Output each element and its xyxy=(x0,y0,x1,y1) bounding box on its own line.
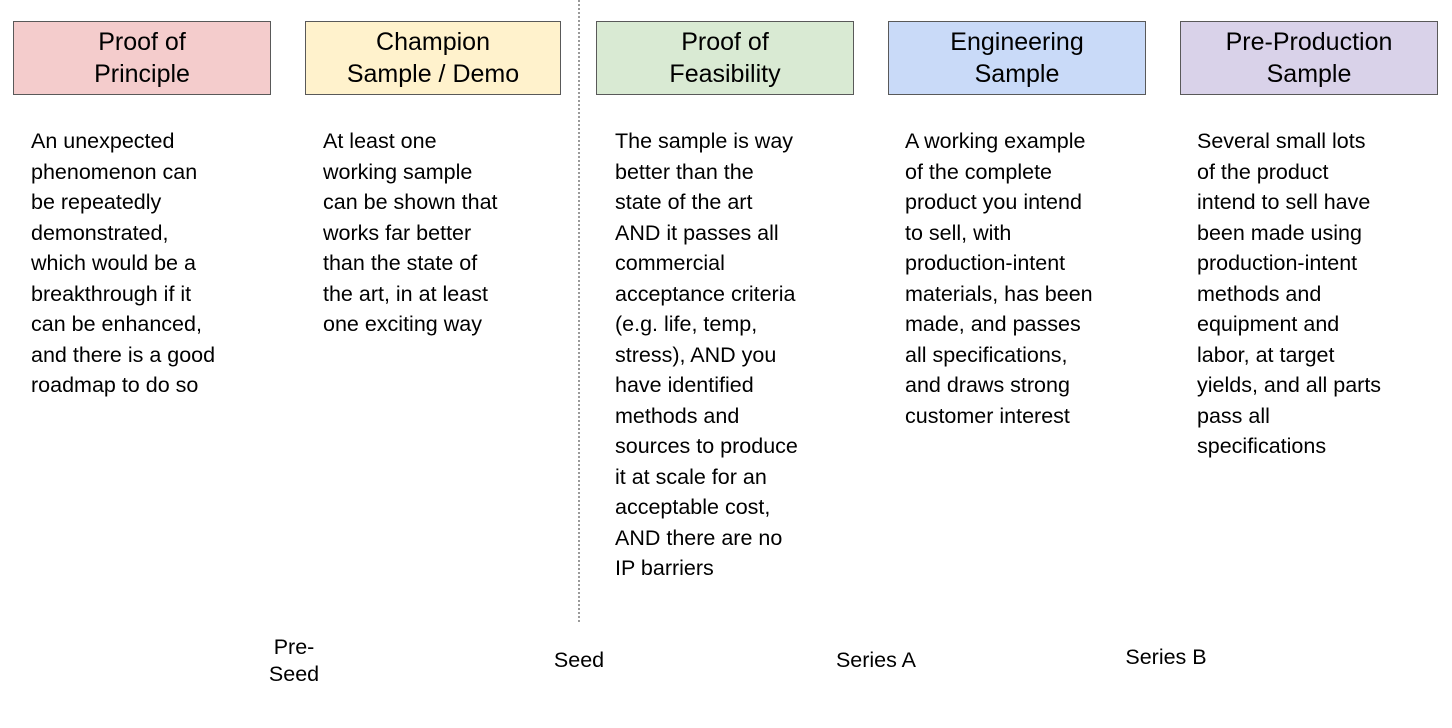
stage-description-proof-of-feasibility: The sample is way better than the state … xyxy=(615,129,798,580)
stage-box-champion-sample: Champion Sample / Demo xyxy=(305,21,561,95)
funding-round-pre-seed: Pre- Seed xyxy=(268,635,320,686)
funding-round-series-a: Series A xyxy=(835,648,917,672)
stage-box-pre-production-sample: Pre-Production Sample xyxy=(1180,21,1438,95)
stage-description-proof-of-principle: An unexpected phenomenon can be repeated… xyxy=(31,129,216,397)
stage-description-pre-production-sample: Several small lots of the product intend… xyxy=(1197,129,1382,458)
stage-box-engineering-sample: Engineering Sample xyxy=(888,21,1146,95)
stage-box-proof-of-principle: Proof of Principle xyxy=(13,21,271,95)
stage-box-proof-of-feasibility: Proof of Feasibility xyxy=(596,21,854,95)
stage-description-engineering-sample: A working example of the complete produc… xyxy=(905,129,1093,428)
stage-description-champion-sample: At least one working sample can be shown… xyxy=(323,129,498,336)
funding-round-seed: Seed xyxy=(553,648,605,672)
stage-divider xyxy=(578,0,580,622)
funding-round-series-b: Series B xyxy=(1125,645,1207,669)
